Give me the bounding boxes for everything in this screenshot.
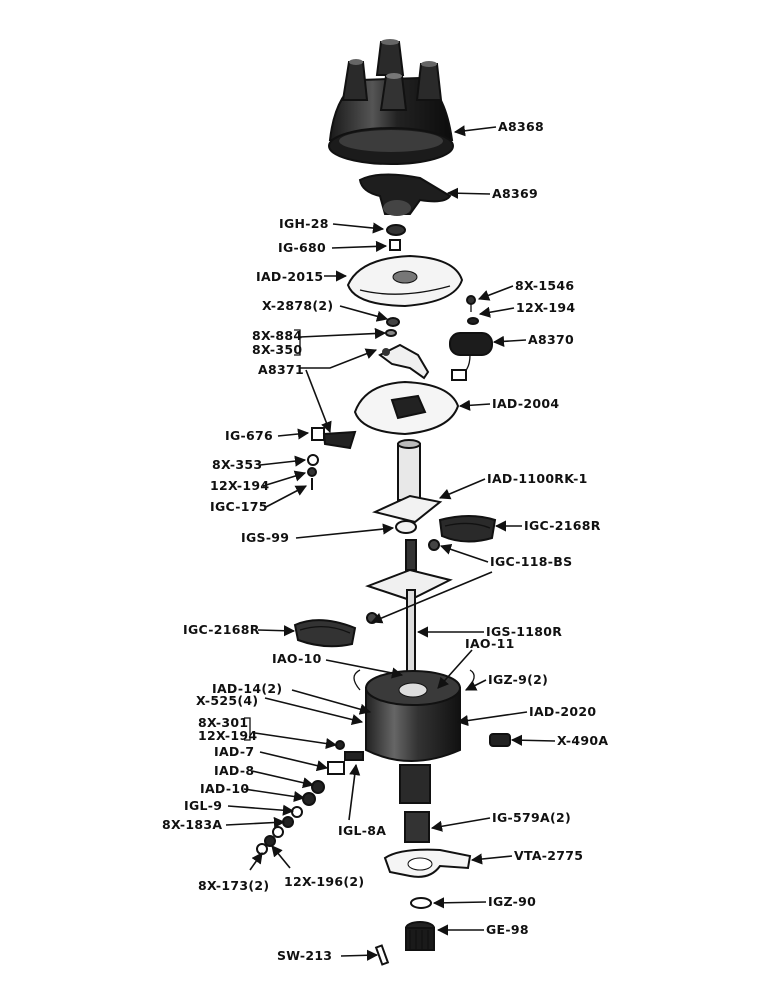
label-vta2775: VTA-2775	[514, 848, 583, 863]
label-x490a: X-490A	[557, 733, 608, 748]
label-iad7: IAD-7	[214, 744, 254, 759]
label-igc2168r-left: IGC-2168R	[183, 622, 260, 637]
label-iad2020: IAD-2020	[529, 704, 596, 719]
label-iad14: IAD-14(2)	[212, 681, 282, 696]
label-iad2004: IAD-2004	[492, 396, 559, 411]
label-8x1546: 8X-1546	[515, 278, 574, 293]
screw-x2878	[385, 317, 400, 337]
bushing	[404, 811, 430, 843]
label-8x884: 8X-884	[252, 328, 302, 343]
cam-shaft	[371, 439, 443, 524]
label-8x353: 8X-353	[212, 457, 262, 472]
distributor-cap	[328, 39, 454, 165]
label-igz90: IGZ-90	[488, 894, 536, 909]
label-a8369: A8369	[492, 186, 538, 201]
breaker-plate	[346, 254, 464, 308]
label-ig579a: IG-579A(2)	[492, 810, 571, 825]
washer-igs99	[395, 520, 417, 534]
rotor	[358, 173, 452, 216]
label-igc2168r-right: IGC-2168R	[524, 518, 601, 533]
contact-set	[378, 343, 430, 380]
label-sw213: SW-213	[277, 948, 332, 963]
label-igl9: IGL-9	[184, 798, 222, 813]
advance-plate	[353, 380, 460, 436]
label-8x301: 8X-301	[198, 715, 248, 730]
label-iao11: IAO-11	[465, 636, 515, 651]
label-12x194-c: 12X-194	[198, 728, 257, 743]
leader-lines	[225, 125, 556, 961]
label-8x173: 8X-173(2)	[198, 878, 269, 893]
label-igc118bs: IGC-118-BS	[490, 554, 572, 569]
label-12x196: 12X-196(2)	[284, 874, 364, 889]
label-12x194-b: 12X-194	[516, 300, 575, 315]
breaker-arm	[307, 427, 357, 490]
label-ge98: GE-98	[486, 922, 529, 937]
bracket-8x301	[244, 717, 251, 741]
label-igc175: IGC-175	[210, 499, 268, 514]
spring-right	[428, 539, 440, 551]
label-igs1180r: IGS-1180R	[486, 624, 562, 639]
label-iad2015: IAD-2015	[256, 269, 323, 284]
fitting-x490a	[489, 733, 511, 747]
roll-pin	[374, 944, 390, 966]
drive-gear	[405, 921, 435, 951]
weight-left	[293, 619, 357, 648]
label-iad1100rk1: IAD-1100RK-1	[487, 471, 588, 486]
condenser	[449, 295, 493, 381]
label-8x183a: 8X-183A	[162, 817, 222, 832]
label-iad10: IAD-10	[200, 781, 249, 796]
washer-igh28	[386, 224, 406, 236]
main-shaft	[365, 539, 453, 679]
label-12x194-a: 12X-194	[210, 478, 269, 493]
label-iao10: IAO-10	[272, 651, 322, 666]
label-ig680: IG-680	[278, 240, 326, 255]
clip-ig680	[389, 239, 401, 251]
bracket-8x884	[294, 329, 301, 356]
part-labels: A8368 A8369 IGH-28 IG-680 IAD-2015 X-287…	[162, 119, 608, 963]
label-igh28: IGH-28	[279, 216, 329, 231]
label-x2878: X-2878(2)	[262, 298, 333, 313]
label-a8371: A8371	[258, 362, 304, 377]
distributor-housing	[353, 669, 475, 804]
label-igz9: IGZ-9(2)	[488, 672, 548, 687]
label-igl8a: IGL-8A	[338, 823, 386, 838]
weight-right	[438, 515, 497, 543]
washer-igz90	[410, 897, 432, 909]
label-iad8: IAD-8	[214, 763, 254, 778]
label-8x350: 8X-350	[252, 342, 302, 357]
hold-down-clamp	[383, 848, 472, 878]
label-a8368: A8368	[498, 119, 544, 134]
label-igs99: IGS-99	[241, 530, 289, 545]
label-x525: X-525(4)	[196, 693, 258, 708]
label-ig676: IG-676	[225, 428, 273, 443]
label-a8370: A8370	[528, 332, 574, 347]
